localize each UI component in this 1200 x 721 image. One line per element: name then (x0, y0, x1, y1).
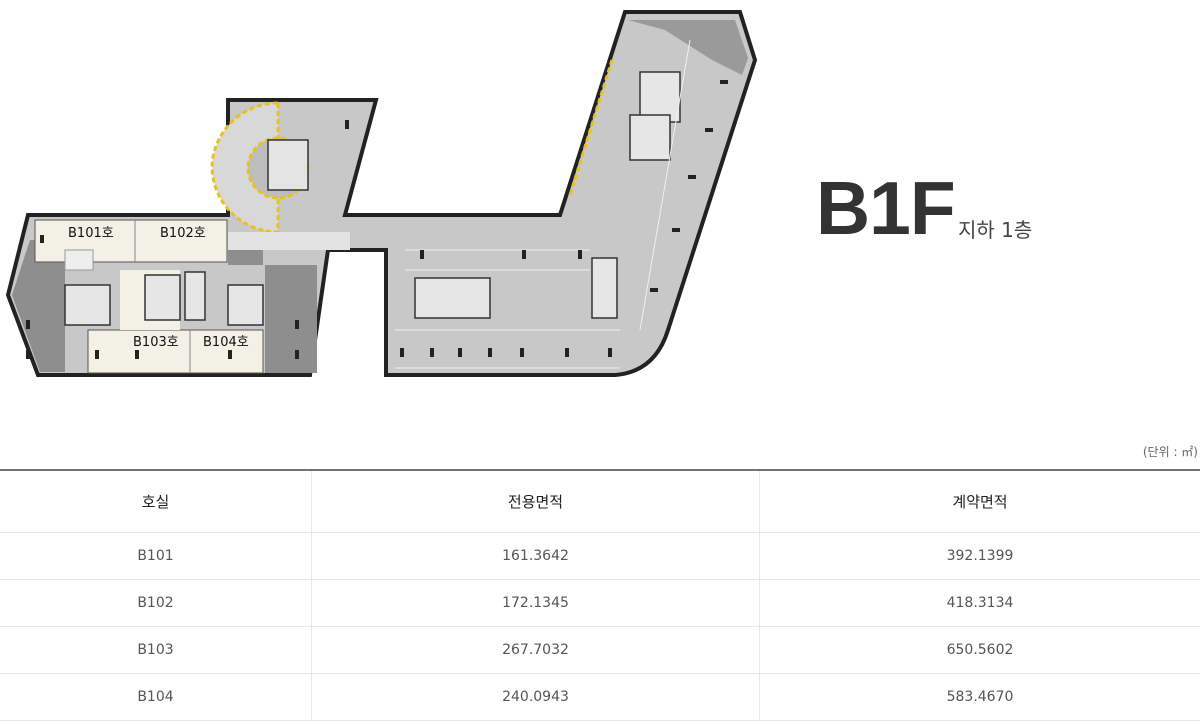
cell-exclusive-area: 267.7032 (312, 627, 760, 674)
cell-unit: B104 (0, 674, 312, 721)
cell-contract-area: 583.4670 (760, 674, 1200, 721)
table-row: B103 267.7032 650.5602 (0, 627, 1200, 674)
ramp-core-room (268, 140, 308, 190)
floor-plan: B101호 B102호 B103호 B104호 (0, 0, 780, 400)
unit-label-b101: B101호 (68, 226, 114, 241)
unit-label-b103: B103호 (133, 335, 179, 350)
floor-subtitle: 지하 1층 (958, 214, 1032, 243)
table-row: B101 161.3642 392.1399 (0, 533, 1200, 580)
core-area-right (265, 265, 317, 373)
cell-unit: B103 (0, 627, 312, 674)
area-table: 호실 전용면적 계약면적 B101 161.3642 392.1399 B102… (0, 469, 1200, 721)
cell-contract-area: 650.5602 (760, 627, 1200, 674)
header-unit: 호실 (0, 470, 312, 533)
table-header-row: 호실 전용면적 계약면적 (0, 470, 1200, 533)
cell-exclusive-area: 161.3642 (312, 533, 760, 580)
cell-unit: B101 (0, 533, 312, 580)
table-row: B102 172.1345 418.3134 (0, 580, 1200, 627)
cell-unit: B102 (0, 580, 312, 627)
unit-label-b104: B104호 (203, 335, 249, 350)
unit-label-b102: B102호 (160, 226, 206, 241)
stairs (65, 250, 93, 270)
cell-contract-area: 392.1399 (760, 533, 1200, 580)
header-contract-area: 계약면적 (760, 470, 1200, 533)
table-row: B104 240.0943 583.4670 (0, 674, 1200, 721)
floor-title: B1F (816, 168, 955, 248)
cell-contract-area: 418.3134 (760, 580, 1200, 627)
cell-exclusive-area: 240.0943 (312, 674, 760, 721)
unit-note: (단위 : ㎡) (1143, 443, 1198, 460)
header-exclusive-area: 전용면적 (312, 470, 760, 533)
cell-exclusive-area: 172.1345 (312, 580, 760, 627)
corridor (228, 232, 350, 250)
